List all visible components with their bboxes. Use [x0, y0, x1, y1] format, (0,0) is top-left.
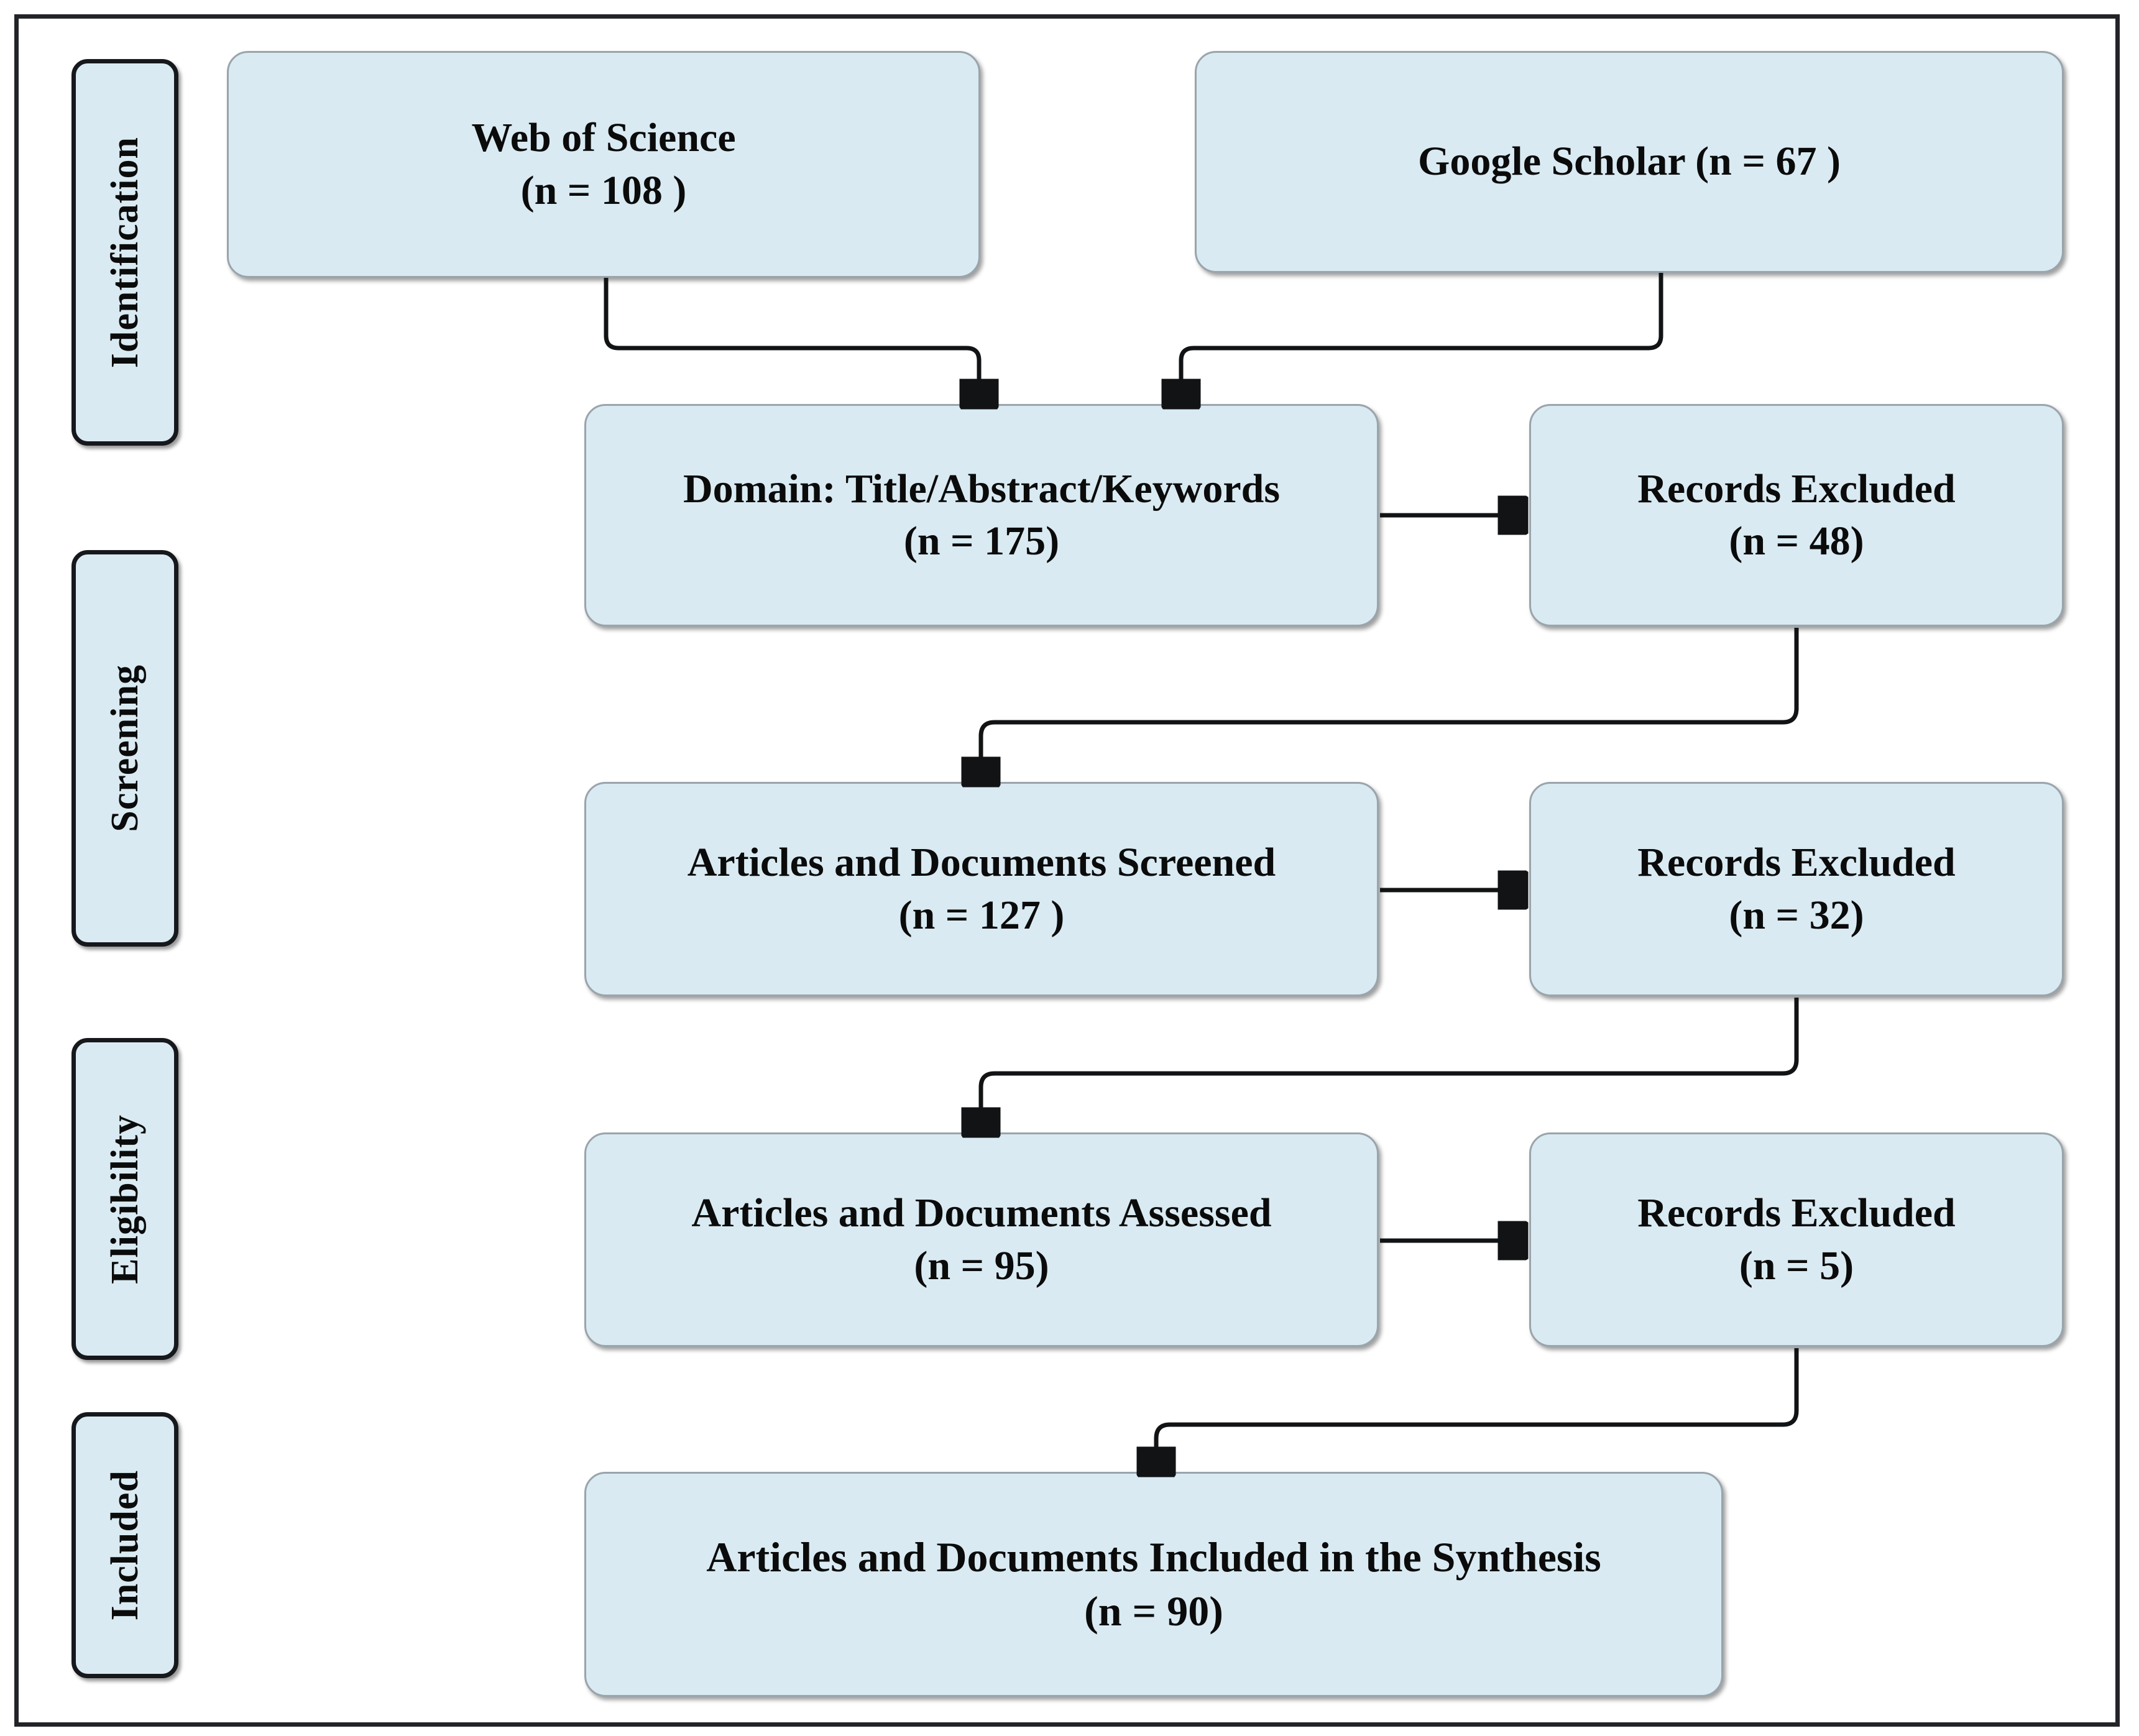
- node-records-excluded-2: Records Excluded (n = 32): [1529, 782, 2064, 996]
- articles-screened-count: (n = 127 ): [898, 892, 1065, 938]
- records-excluded-2-count: (n = 32): [1729, 892, 1864, 938]
- phase-label-eligibility: Eligibility: [71, 1038, 178, 1360]
- phase-included-text: Included: [103, 1469, 146, 1621]
- node-records-excluded-3: Records Excluded (n = 5): [1529, 1132, 2064, 1347]
- node-articles-screened: Articles and Documents Screened (n = 127…: [584, 782, 1379, 996]
- phase-screening-text: Screening: [103, 664, 146, 832]
- google-scholar-title: Google Scholar (n = 67 ): [1418, 139, 1841, 185]
- records-excluded-3-count: (n = 5): [1739, 1242, 1854, 1288]
- node-articles-assessed: Articles and Documents Assessed (n = 95): [584, 1132, 1379, 1347]
- phase-label-identification: Identification: [71, 59, 178, 446]
- node-web-of-science: Web of Science (n = 108 ): [227, 51, 980, 278]
- records-excluded-1-title: Records Excluded: [1637, 466, 1956, 512]
- web-of-science-count: (n = 108 ): [520, 167, 687, 213]
- records-excluded-3-title: Records Excluded: [1637, 1190, 1956, 1236]
- phase-label-screening: Screening: [71, 550, 178, 947]
- domain-screen-title: Domain: Title/Abstract/Keywords: [683, 466, 1280, 512]
- node-domain-screen: Domain: Title/Abstract/Keywords (n = 175…: [584, 404, 1379, 627]
- articles-assessed-title: Articles and Documents Assessed: [691, 1190, 1272, 1236]
- domain-screen-count: (n = 175): [903, 518, 1060, 564]
- node-records-excluded-1: Records Excluded (n = 48): [1529, 404, 2064, 627]
- node-google-scholar: Google Scholar (n = 67 ): [1195, 51, 2064, 273]
- records-excluded-2-title: Records Excluded: [1637, 840, 1956, 886]
- phase-identification-text: Identification: [103, 136, 146, 369]
- articles-included-title: Articles and Documents Included in the S…: [706, 1533, 1601, 1581]
- articles-screened-title: Articles and Documents Screened: [687, 840, 1276, 886]
- node-articles-included: Articles and Documents Included in the S…: [584, 1472, 1723, 1697]
- phase-eligibility-text: Eligibility: [103, 1114, 146, 1284]
- articles-assessed-count: (n = 95): [914, 1242, 1049, 1288]
- phase-label-included: Included: [71, 1412, 178, 1678]
- records-excluded-1-count: (n = 48): [1729, 518, 1864, 564]
- web-of-science-title: Web of Science: [471, 115, 736, 161]
- articles-included-count: (n = 90): [1084, 1587, 1223, 1635]
